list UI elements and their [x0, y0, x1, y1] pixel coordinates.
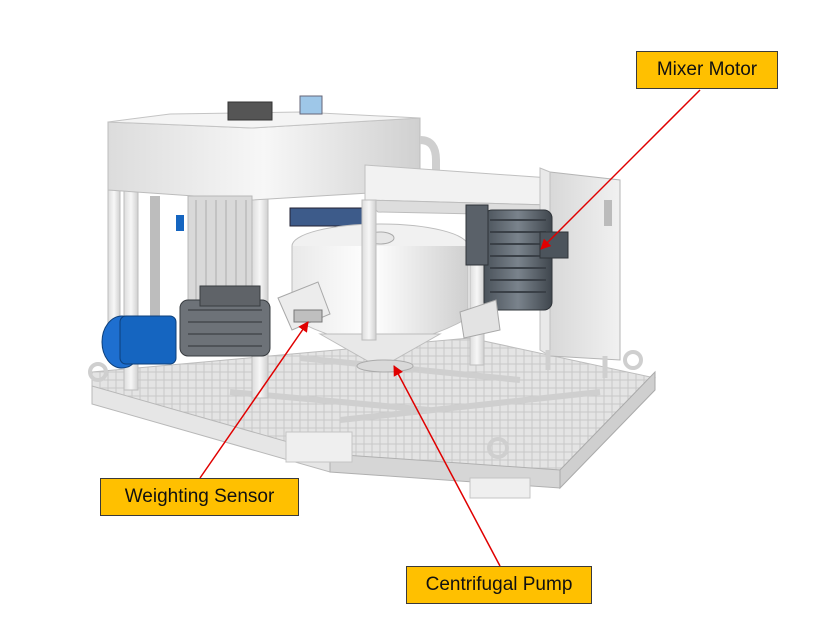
centrifugal-pump-leader [393, 365, 501, 567]
weighting-sensor-callout: Weighting Sensor [100, 478, 299, 516]
mixing-tank [289, 164, 551, 369]
centrifugal-pump-callout: Centrifugal Pump [406, 566, 592, 604]
mixer-motor-leader [540, 89, 701, 250]
mixer-motor-callout: Mixer Motor [636, 51, 778, 89]
skid-base [88, 337, 656, 499]
upper-tank-structure [107, 95, 440, 399]
weighting-sensor-leader [199, 321, 309, 479]
leader-lines [199, 89, 701, 567]
mixer-motor [465, 204, 569, 311]
weighting-sensor [277, 281, 501, 339]
